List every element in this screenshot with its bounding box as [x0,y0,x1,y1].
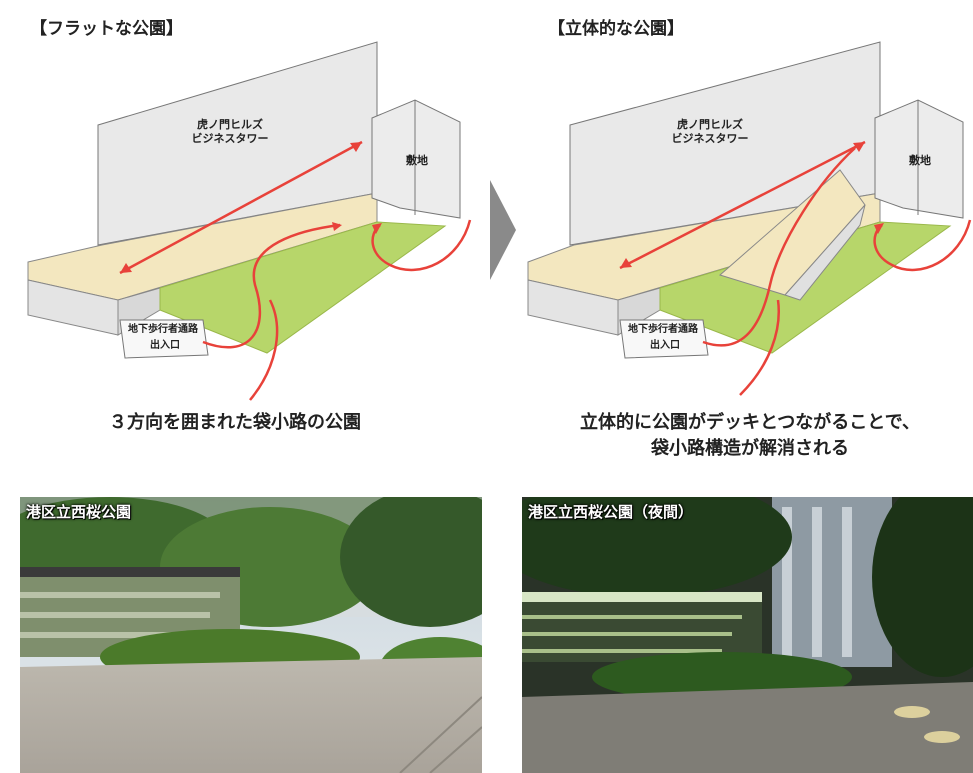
entrance-label-2: 出入口 [150,338,180,351]
park-photo-night: 港区立西桜公園（夜間） [522,497,973,773]
shrine-label: 敷地 [909,153,931,167]
right-caption-line-1: 立体的に公園がデッキとつながることで、 [579,412,921,433]
right-caption-line-2: 袋小路構造が解消される [651,438,849,459]
building-label-1: 虎ノ門ヒルズ [197,117,263,131]
deck-arrow [619,140,866,270]
building-label-1: 虎ノ門ヒルズ [677,117,743,131]
building-label-2: ビジネスタワー [192,131,269,145]
entrance-label-1: 地下歩行者通路 [128,322,199,335]
shrine-label: 敷地 [406,153,428,167]
left-panel-title: 【フラットな公園】 [30,19,183,39]
building-label-2: ビジネスタワー [672,131,749,145]
entrance-label-2: 出入口 [650,338,680,351]
path-arrow-2 [371,219,472,272]
lawn [159,221,447,354]
underground-entrance [619,319,709,359]
path-arrow-2 [873,219,972,272]
entrance-label-1: 地下歩行者通路 [628,322,699,335]
underground-entrance [119,319,209,359]
night-photo-label: 港区立西桜公園（夜間） [528,503,694,521]
right-caption: 立体的に公園がデッキとつながることで、 袋小路構造が解消される [535,410,965,462]
path-arrow-1 [202,223,341,349]
deck-arrow [119,140,363,275]
path-arrow-1 [702,147,856,347]
day-photo-label: 港区立西桜公園 [26,503,132,521]
park-photo-day: 港区立西桜公園 [20,497,482,773]
right-panel-title: 【立体的な公園】 [548,19,684,39]
transition-arrow-icon [490,180,516,280]
left-caption: ３方向を囲まれた袋小路の公園 [109,412,361,433]
flat-park-diagram: 虎ノ門ヒルズ ビジネスタワー 敷地 地下歩行者通路 出入口 [27,41,472,401]
elevated-park-diagram: 虎ノ門ヒルズ ビジネスタワー 敷地 地下歩行者通路 出入口 [527,41,972,396]
